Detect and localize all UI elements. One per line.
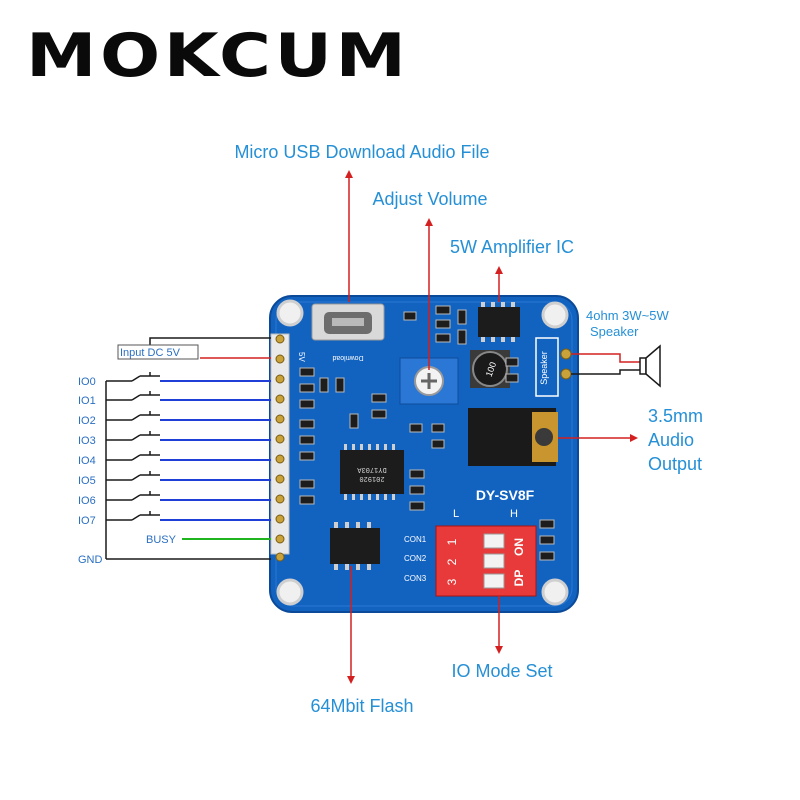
speaker-terminal: [535, 337, 572, 397]
main-chip: DY1703A 201920: [340, 444, 404, 500]
io-wiring: [105, 372, 271, 560]
dip-dp-label: DP: [512, 570, 526, 587]
power-silk-label: 5V: [297, 352, 306, 362]
dip-number-1: 1: [445, 538, 459, 545]
brand-logo: MOKCUM: [26, 21, 410, 91]
io-buttons: [106, 372, 160, 521]
io4-label: IO4: [78, 455, 96, 467]
flash-callout: 64Mbit Flash: [310, 696, 413, 716]
pin-header: [270, 333, 290, 562]
capacitor-value: 100: [484, 361, 499, 379]
usb-silk-label: Download: [332, 354, 363, 361]
io5-label: IO5: [78, 475, 96, 487]
dip-number-2: 2: [445, 558, 459, 565]
dip-on-label: ON: [512, 538, 526, 556]
io7-label: IO7: [78, 515, 96, 527]
micro-usb-callout: Micro USB Download Audio File: [234, 142, 489, 162]
dip-switch: [435, 525, 537, 597]
pcb-board: Download 5V 100 Speaker: [269, 295, 579, 613]
io-pin-labels: IO0 IO1 IO2 IO3 IO4 IO5 IO6 IO7 GND: [78, 376, 103, 566]
capacitor: 100: [470, 350, 510, 388]
busy-label: BUSY: [146, 534, 177, 546]
board-name: DY-SV8F: [476, 487, 535, 503]
flash-chip: [330, 522, 380, 570]
main-chip-line1: DY1703A: [356, 465, 386, 473]
speaker-callout-line2: Speaker: [590, 324, 639, 339]
amplifier-callout: 5W Amplifier IC: [450, 237, 574, 257]
dip-low-label: L: [453, 508, 459, 520]
speaker-icon: [639, 344, 661, 388]
power-wiring: [117, 337, 271, 360]
mounting-holes: [276, 299, 569, 606]
io1-label: IO1: [78, 395, 96, 407]
io2-label: IO2: [78, 415, 96, 427]
adjust-volume-callout: Adjust Volume: [372, 189, 487, 209]
micro-usb-port: [311, 303, 385, 341]
dip-high-label: H: [510, 508, 518, 520]
main-chip-line2: 201920: [359, 474, 384, 482]
input-dc-label: Input DC 5V: [120, 347, 181, 359]
dip-number-labels: 1 2 3: [445, 538, 459, 585]
amplifier-chip: [478, 302, 520, 342]
audio-callout-line3: Output: [648, 454, 702, 474]
smd-components: [299, 305, 555, 561]
audio-jack: [468, 408, 558, 466]
con3-label: CON3: [404, 574, 427, 583]
callout-arrows: [345, 170, 638, 684]
con2-label: CON2: [404, 554, 427, 563]
speaker-wiring: [571, 353, 640, 375]
io6-label: IO6: [78, 495, 96, 507]
audio-callout-line1: 3.5mm: [648, 406, 703, 426]
gnd-label: GND: [78, 554, 103, 566]
io-mode-callout: IO Mode Set: [451, 661, 552, 681]
io3-label: IO3: [78, 435, 96, 447]
speaker-silk-label: Speaker: [539, 351, 549, 385]
dip-number-3: 3: [445, 578, 459, 585]
audio-callout-line2: Audio: [648, 430, 694, 450]
speaker-callout-line1: 4ohm 3W~5W: [586, 308, 669, 323]
con1-label: CON1: [404, 535, 427, 544]
io0-label: IO0: [78, 376, 96, 388]
